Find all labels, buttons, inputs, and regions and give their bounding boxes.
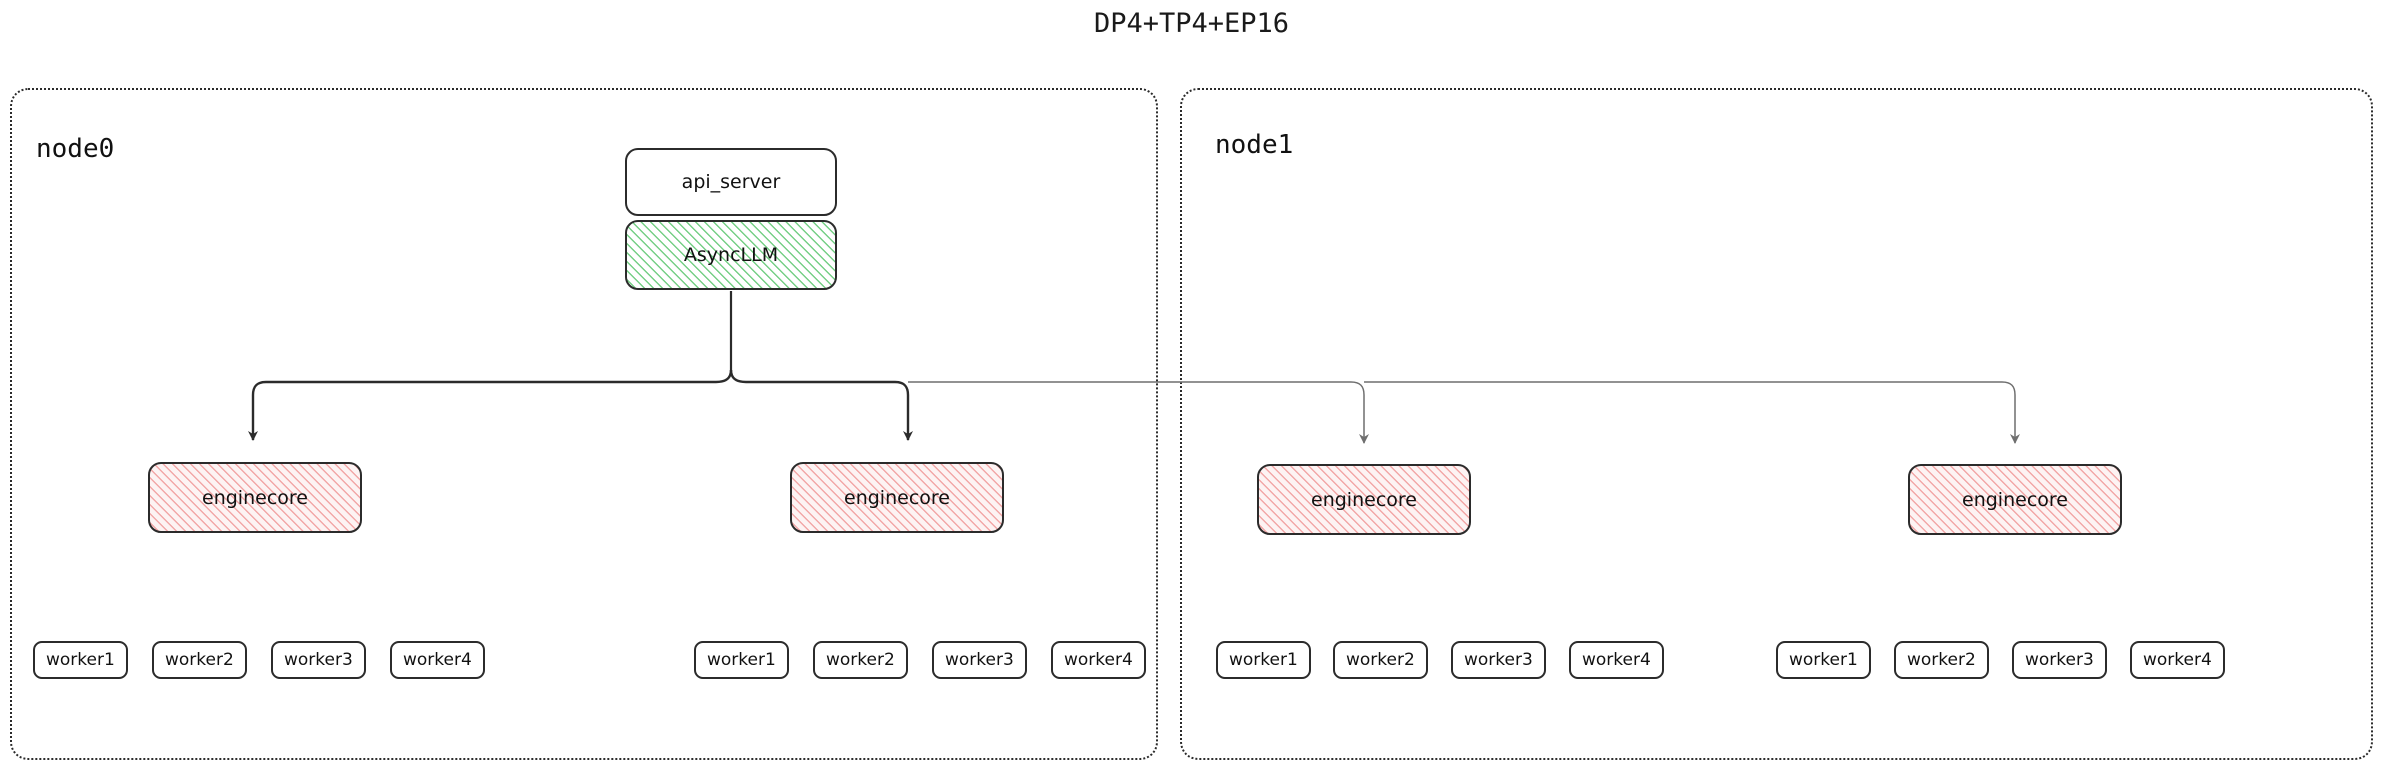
worker-box[interactable]: worker4 bbox=[1569, 641, 1664, 679]
enginecore-box[interactable]: enginecore bbox=[1257, 464, 1471, 535]
worker-box[interactable]: worker2 bbox=[1894, 641, 1989, 679]
enginecore-box[interactable]: enginecore bbox=[148, 462, 362, 533]
worker-box[interactable]: worker2 bbox=[813, 641, 908, 679]
worker-box[interactable]: worker3 bbox=[1451, 641, 1546, 679]
enginecore-box[interactable]: enginecore bbox=[1908, 464, 2122, 535]
worker-box[interactable]: worker1 bbox=[33, 641, 128, 679]
worker-box[interactable]: worker3 bbox=[271, 641, 366, 679]
worker-box[interactable]: worker2 bbox=[1333, 641, 1428, 679]
worker-box[interactable]: worker4 bbox=[2130, 641, 2225, 679]
worker-box[interactable]: worker4 bbox=[390, 641, 485, 679]
async-llm-box[interactable]: AsyncLLM bbox=[625, 220, 837, 290]
worker-box[interactable]: worker3 bbox=[2012, 641, 2107, 679]
worker-box[interactable]: worker1 bbox=[694, 641, 789, 679]
worker-box[interactable]: worker1 bbox=[1216, 641, 1311, 679]
api-server-box[interactable]: api_server bbox=[625, 148, 837, 216]
enginecore-box[interactable]: enginecore bbox=[790, 462, 1004, 533]
worker-box[interactable]: worker4 bbox=[1051, 641, 1146, 679]
node-label-node0: node0 bbox=[36, 134, 115, 164]
worker-box[interactable]: worker2 bbox=[152, 641, 247, 679]
worker-box[interactable]: worker1 bbox=[1776, 641, 1871, 679]
page-title: DP4+TP4+EP16 bbox=[1093, 8, 1290, 39]
node-label-node1: node1 bbox=[1215, 130, 1294, 160]
worker-box[interactable]: worker3 bbox=[932, 641, 1027, 679]
